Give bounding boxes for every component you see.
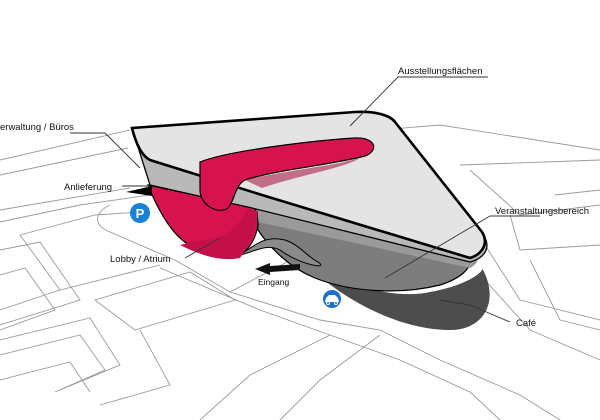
label-anlieferung: Anlieferung bbox=[64, 182, 112, 193]
building-shadow bbox=[300, 258, 490, 330]
eingang-arrow-icon bbox=[255, 263, 300, 275]
label-lobby-atrium: Lobby / Atrium bbox=[110, 254, 171, 265]
label-cafe: Café bbox=[516, 318, 536, 329]
label-verwaltung-bueros: erwaltung / Büros bbox=[0, 122, 74, 133]
car-icon bbox=[323, 290, 341, 308]
label-ausstellungsflaechen: Ausstellungsflächen bbox=[398, 66, 483, 77]
roof bbox=[130, 110, 488, 263]
parking-icon: P bbox=[130, 203, 150, 223]
label-eingang: Eingang bbox=[258, 277, 289, 287]
building-volume bbox=[147, 184, 479, 292]
svg-text:P: P bbox=[136, 206, 145, 221]
leader-lines bbox=[70, 76, 540, 323]
anlieferung-arrow-icon bbox=[126, 186, 152, 196]
label-veranstaltungsbereich: Veranstaltungsbereich bbox=[495, 206, 589, 217]
